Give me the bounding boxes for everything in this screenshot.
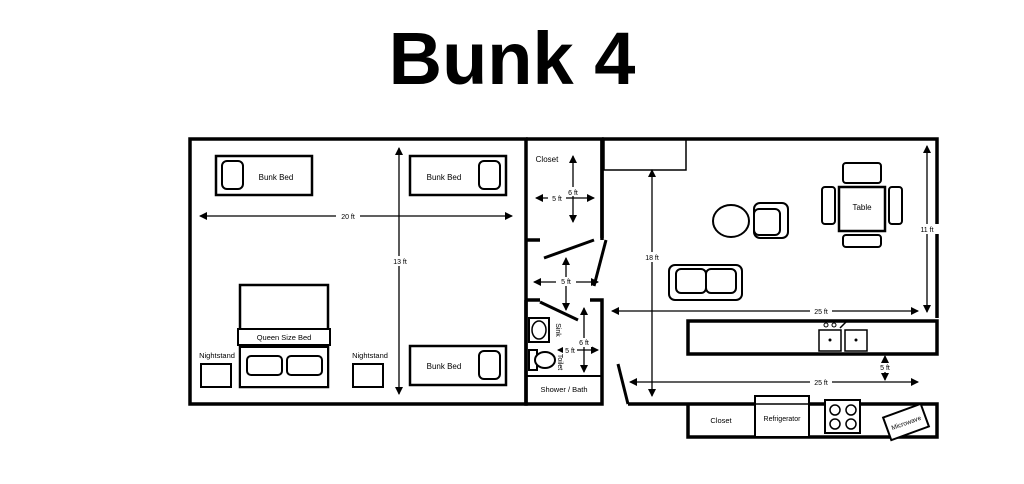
sink-double [818, 321, 868, 352]
ottoman [712, 204, 750, 238]
dimension-label: 5 ft [552, 196, 562, 203]
dimension-label: 18 ft [645, 255, 659, 262]
sofa [668, 264, 743, 301]
counter-box [603, 139, 687, 171]
walls [188, 137, 939, 406]
queen-bed: Queen Size Bed [237, 283, 331, 389]
stove [824, 399, 861, 434]
closet: Closet 6 ft 5 ft [535, 155, 595, 223]
bathroom-wall [524, 298, 604, 406]
refrigerator-label: Refrigerator [764, 416, 802, 423]
dimension-label: 6 ft [568, 190, 578, 197]
bunk-bed-label: Bunk Bed [427, 173, 462, 182]
nightstand-label: Nightstand [199, 351, 235, 360]
bunk-bed: Bunk Bed [408, 344, 508, 387]
dimension-label: 5 ft [561, 279, 571, 286]
page-title: Bunk 4 [388, 17, 636, 100]
bunk-bed-label: Bunk Bed [427, 362, 462, 371]
dimension-label: 25 ft [814, 380, 828, 387]
dimension-label: 20 ft [341, 214, 355, 221]
bathroom: Sink Toilet 6 ft 5 ft Shower / Bath [528, 307, 599, 394]
dimension-label: 25 ft [814, 309, 828, 316]
bunk-bed: Bunk Bed [214, 154, 314, 197]
bunk-bed: Bunk Bed [408, 154, 508, 197]
nightstand-label: Nightstand [352, 351, 388, 360]
sink: Sink [528, 317, 561, 343]
closet-wall [526, 137, 604, 238]
living-room: Table 18 ft 11 ft 25 ft 25 ft 5 ft [603, 139, 939, 397]
armchair [753, 202, 789, 239]
sink-label: Sink [554, 323, 561, 337]
hallway: 5 ft [533, 257, 599, 311]
bunk-bed-label: Bunk Bed [259, 173, 294, 182]
dimension-label: 5 ft [880, 365, 890, 372]
shower-label: Shower / Bath [540, 385, 587, 394]
island-counter [686, 319, 939, 356]
kitchen-closet-label: Closet [710, 416, 732, 425]
closet-label: Closet [536, 155, 559, 164]
dimension-label: 13 ft [393, 259, 407, 266]
queen-bed-label: Queen Size Bed [257, 333, 312, 342]
dimension-label: 6 ft [579, 340, 589, 347]
refrigerator: Refrigerator [754, 395, 810, 438]
main-room-wall [602, 137, 939, 318]
nightstand: Nightstand [199, 351, 235, 388]
toilet: Toilet [528, 349, 563, 371]
dimension-label: 5 ft [565, 348, 575, 355]
kitchen: Closet Refrigerator Microwave [672, 319, 939, 442]
microwave: Microwave [881, 402, 931, 442]
bedroom: Bunk Bed Bunk Bed Bunk Bed Queen Size Be… [199, 147, 513, 395]
table-label: Table [852, 203, 872, 212]
table: Table [821, 162, 903, 248]
dimension-label: 11 ft [920, 227, 933, 234]
toilet-label: Toilet [556, 354, 563, 370]
bedroom-wall [188, 137, 528, 406]
nightstand: Nightstand [352, 351, 388, 388]
